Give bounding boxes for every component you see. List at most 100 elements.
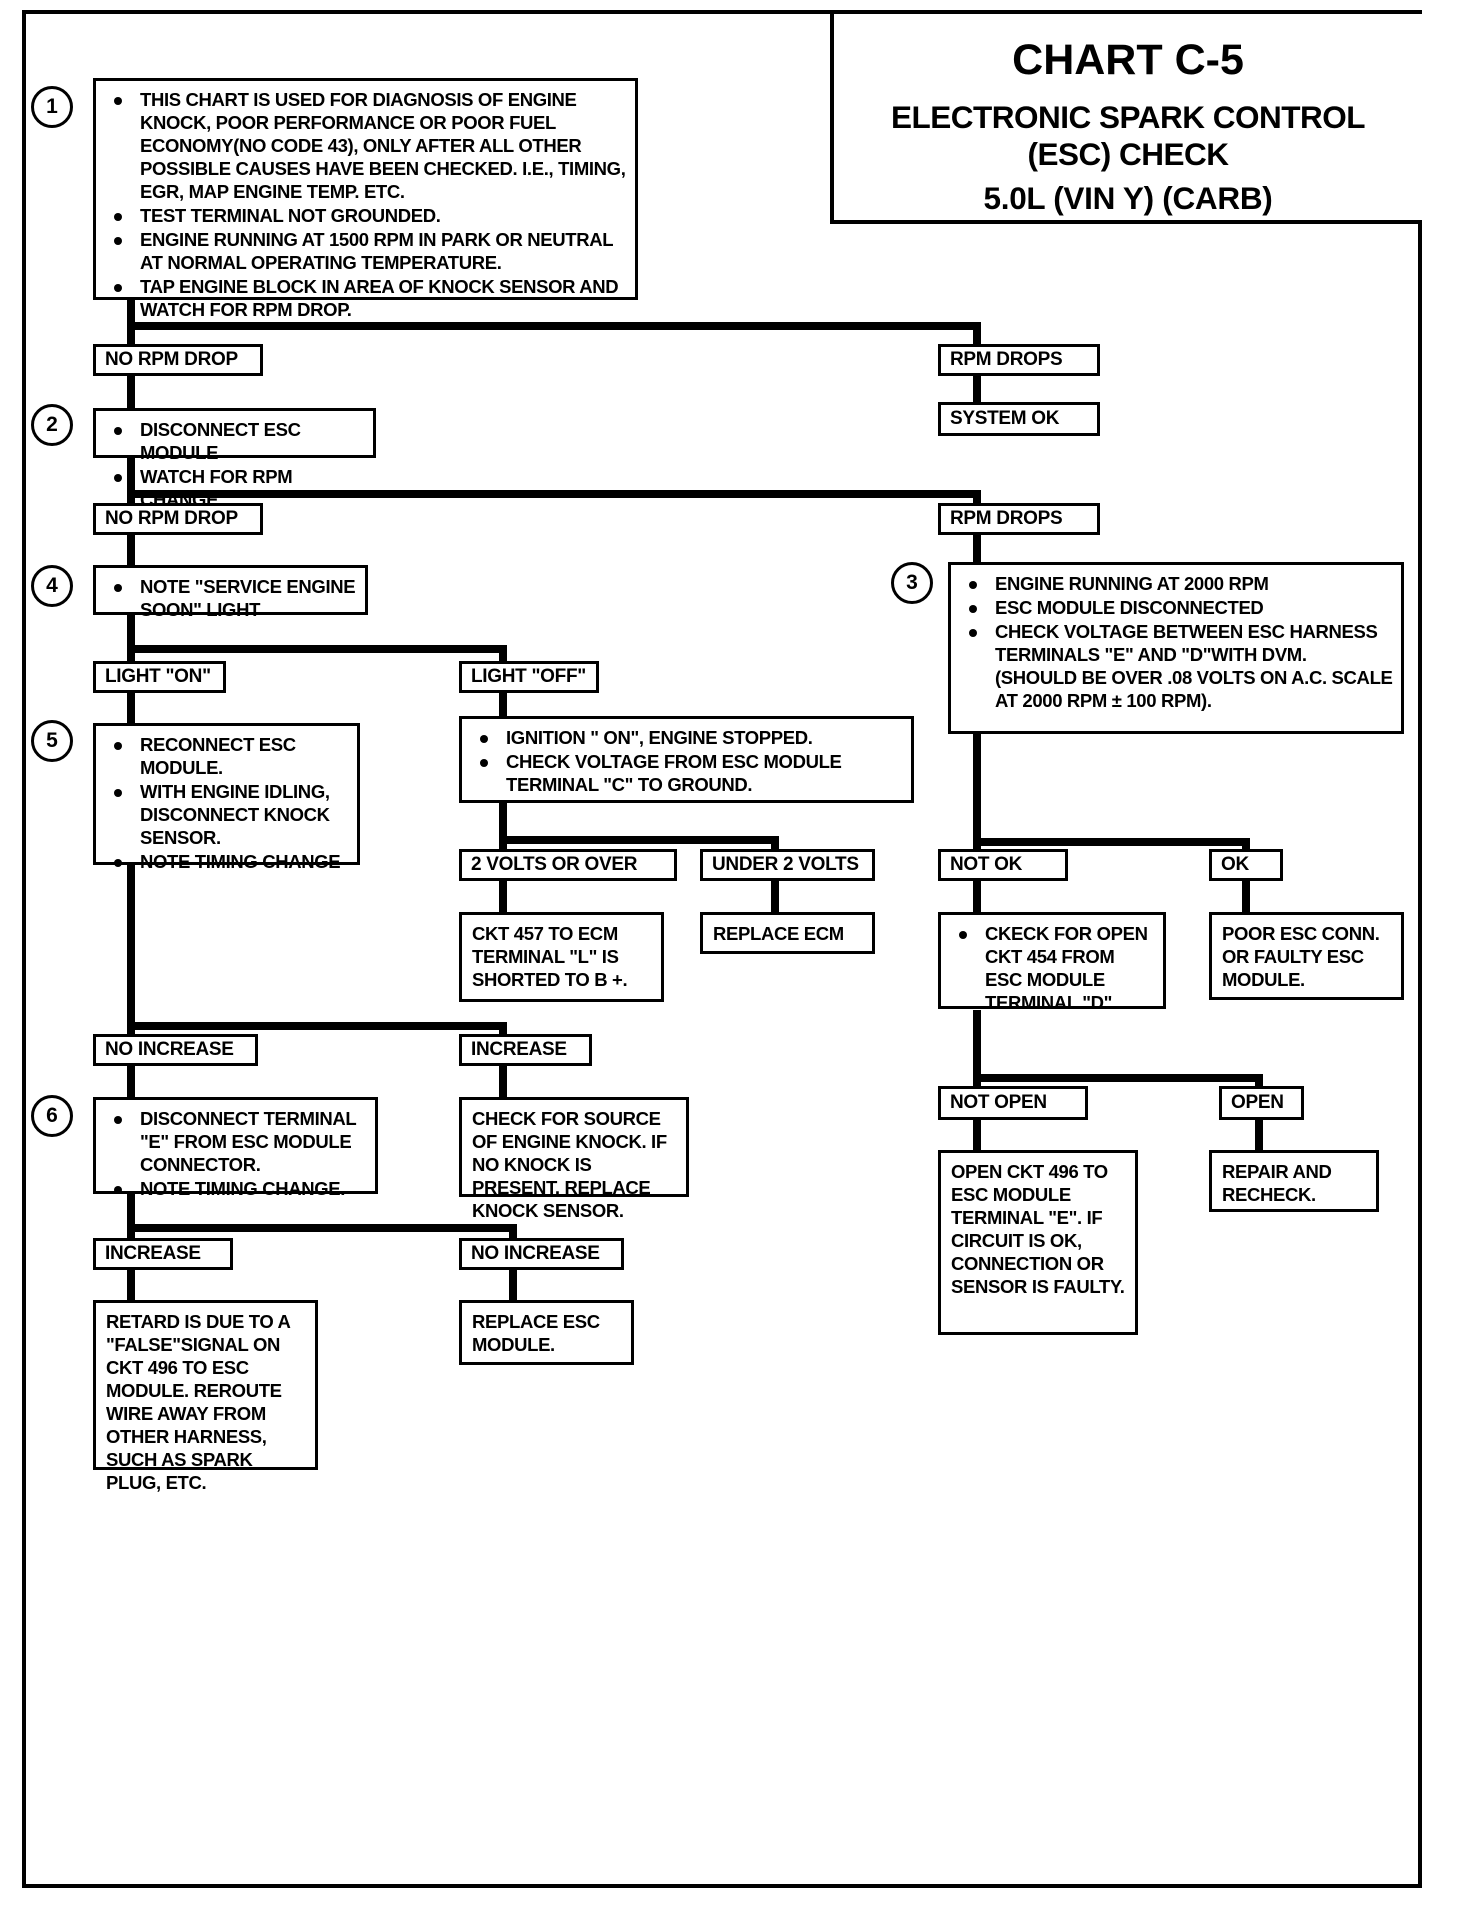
connector: [973, 1010, 981, 1100]
bullet: RECONNECT ESC MODULE.: [106, 733, 349, 779]
connector: [127, 322, 135, 349]
connector: [127, 1065, 135, 1098]
connector: [509, 1268, 517, 1300]
connector: [127, 300, 135, 330]
step-marker-2: 2: [31, 404, 73, 446]
bullet: TEST TERMINAL NOT GROUNDED.: [106, 204, 627, 227]
connector: [127, 1224, 517, 1232]
node-not-ok: NOT OK: [938, 849, 1068, 881]
node-ok: OK: [1209, 849, 1283, 881]
node-replace-ecm: REPLACE ECM: [700, 912, 875, 954]
bullet: CHECK VOLTAGE FROM ESC MODULE TERMINAL "…: [472, 750, 903, 796]
connector: [127, 645, 507, 653]
connector: [499, 645, 507, 668]
connector: [127, 1192, 135, 1247]
connector: [127, 863, 135, 1053]
node-increase-2: INCREASE: [93, 1238, 233, 1270]
node-ckt457: CKT 457 TO ECM TERMINAL "L" IS SHORTED T…: [459, 912, 664, 1002]
connector: [127, 490, 981, 498]
node-ignition-check: IGNITION " ON", ENGINE STOPPED. CHECK VO…: [459, 716, 914, 803]
connector: [1242, 880, 1250, 912]
chart-id: CHART C-5: [1012, 36, 1244, 84]
bullet: NOTE "SERVICE ENGINE SOON" LIGHT: [106, 575, 357, 621]
connector: [499, 803, 507, 858]
bullet: THIS CHART IS USED FOR DIAGNOSIS OF ENGI…: [106, 88, 627, 203]
connector: [973, 490, 981, 512]
connector: [771, 880, 779, 912]
connector: [499, 1065, 507, 1097]
node-no-increase-1: NO INCREASE: [93, 1034, 258, 1066]
connector: [973, 838, 1250, 846]
bullet: DISCONNECT TERMINAL "E" FROM ESC MODULE …: [106, 1107, 367, 1176]
connector: [973, 730, 981, 860]
node-not-open: NOT OPEN: [938, 1086, 1088, 1120]
connector: [499, 836, 779, 844]
connector: [973, 880, 981, 913]
connector: [973, 1074, 1263, 1082]
step-marker-6: 6: [31, 1095, 73, 1137]
node-no-rpm-drop-2: NO RPM DROP: [93, 503, 263, 535]
bullet: ENGINE RUNNING AT 1500 RPM IN PARK OR NE…: [106, 228, 627, 274]
node-step6: DISCONNECT TERMINAL "E" FROM ESC MODULE …: [93, 1097, 378, 1199]
bullet: WITH ENGINE IDLING, DISCONNECT KNOCK SEN…: [106, 780, 349, 849]
connector: [973, 533, 981, 568]
connector: [771, 836, 779, 858]
bullet: ENGINE RUNNING AT 2000 RPM: [961, 572, 1393, 595]
bullet: TAP ENGINE BLOCK IN AREA OF KNOCK SENSOR…: [106, 275, 627, 321]
connector: [973, 322, 981, 349]
connector: [499, 692, 507, 718]
node-two-volts-or-over: 2 VOLTS OR OVER: [459, 849, 677, 881]
node-under-two-volts: UNDER 2 VOLTS: [700, 849, 875, 881]
connector: [973, 1120, 981, 1153]
node-step2: DISCONNECT ESC MODULE WATCH FOR RPM CHAN…: [93, 408, 376, 510]
chart-title: ELECTRONIC SPARK CONTROL (ESC) CHECK: [834, 99, 1422, 173]
bullet: NOTE TIMING CHANGE: [106, 850, 349, 873]
connector: [127, 533, 135, 569]
node-retard-false-signal: RETARD IS DUE TO A "FALSE"SIGNAL ON CKT …: [93, 1300, 318, 1493]
node-light-off: LIGHT "OFF": [459, 661, 599, 693]
node-check-open-454: CKECK FOR OPEN CKT 454 FROM ESC MODULE T…: [938, 912, 1166, 1013]
step-marker-3: 3: [891, 562, 933, 604]
bullet: NOTE TIMING CHANGE.: [106, 1177, 367, 1200]
node-no-rpm-drop-1: NO RPM DROP: [93, 344, 263, 376]
node-light-on: LIGHT "ON": [93, 661, 226, 693]
node-poor-esc-conn: POOR ESC CONN. OR FAULTY ESC MODULE.: [1209, 912, 1404, 1000]
engine-spec: 5.0L (VIN Y) (CARB): [983, 179, 1273, 216]
step-marker-5: 5: [31, 720, 73, 762]
title-block: CHART C-5 ELECTRONIC SPARK CONTROL (ESC)…: [830, 14, 1422, 224]
connector: [509, 1224, 517, 1240]
chart-title-line1: ELECTRONIC SPARK CONTROL: [891, 99, 1365, 135]
node-increase-1: INCREASE: [459, 1034, 592, 1066]
bullet: CKECK FOR OPEN CKT 454 FROM ESC MODULE T…: [951, 922, 1155, 1014]
node-open-ckt496: OPEN CKT 496 TO ESC MODULE TERMINAL "E".…: [938, 1150, 1138, 1335]
chart-title-line2: (ESC) CHECK: [1027, 135, 1229, 172]
node-step4: NOTE "SERVICE ENGINE SOON" LIGHT: [93, 565, 368, 620]
connector: [1255, 1120, 1263, 1153]
page-border: [22, 10, 1422, 1888]
connector: [499, 1022, 507, 1042]
step-marker-1: 1: [31, 86, 73, 128]
bullet: CHECK VOLTAGE BETWEEN ESC HARNESS TERMIN…: [961, 620, 1393, 712]
node-rpm-drops-2: RPM DROPS: [938, 503, 1100, 535]
step-marker-4: 4: [31, 565, 73, 607]
connector: [127, 455, 135, 515]
node-repair-recheck: REPAIR AND RECHECK.: [1209, 1150, 1379, 1212]
connector: [127, 613, 135, 668]
bullet: ESC MODULE DISCONNECTED: [961, 596, 1393, 619]
connector: [127, 692, 135, 725]
connector: [127, 1268, 135, 1300]
connector: [127, 322, 981, 330]
node-step3: ENGINE RUNNING AT 2000 RPM ESC MODULE DI…: [948, 562, 1404, 734]
node-step5: RECONNECT ESC MODULE. WITH ENGINE IDLING…: [93, 723, 360, 872]
node-rpm-drops-1: RPM DROPS: [938, 344, 1100, 376]
node-no-increase-2: NO INCREASE: [459, 1238, 624, 1270]
node-step1: THIS CHART IS USED FOR DIAGNOSIS OF ENGI…: [93, 78, 638, 320]
connector: [499, 880, 507, 914]
bullet: DISCONNECT ESC MODULE: [106, 418, 365, 464]
node-check-source-knock: CHECK FOR SOURCE OF ENGINE KNOCK. IF NO …: [459, 1097, 689, 1221]
node-replace-esc-module: REPLACE ESC MODULE.: [459, 1300, 634, 1365]
node-system-ok: SYSTEM OK: [938, 402, 1100, 436]
connector: [973, 374, 981, 406]
node-open: OPEN: [1219, 1086, 1304, 1120]
